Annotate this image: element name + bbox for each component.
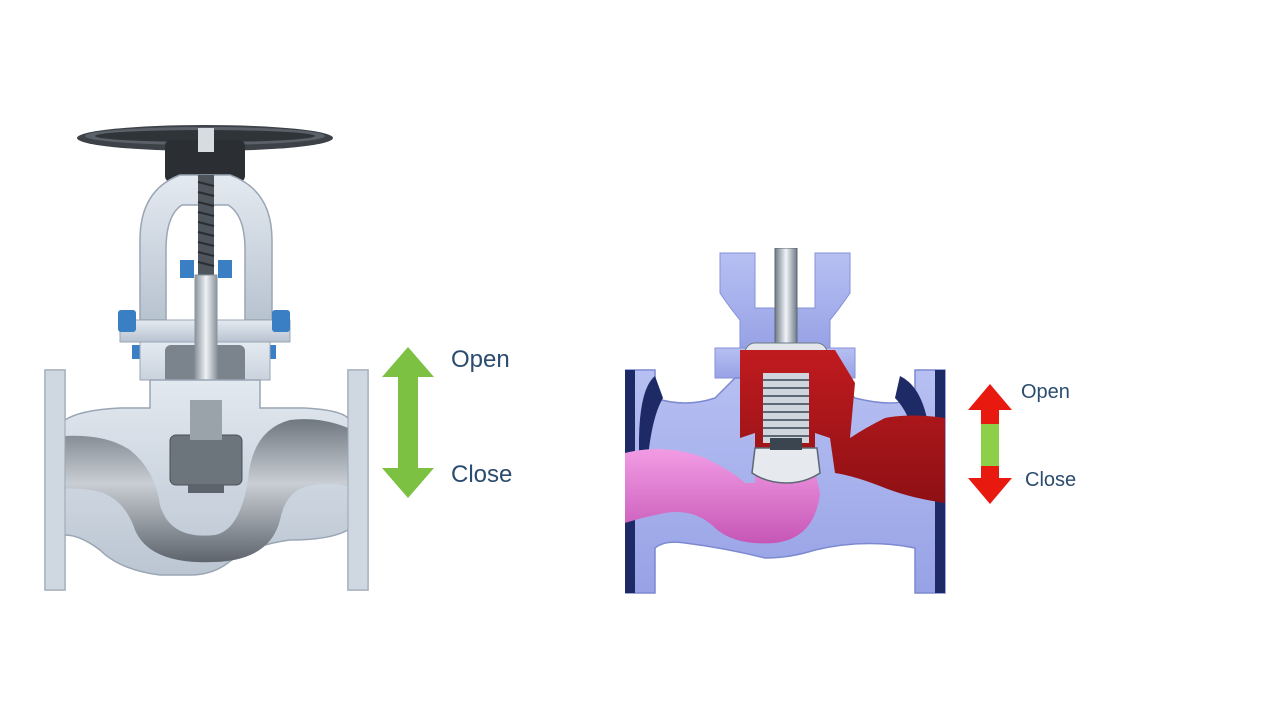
arrow-up-icon	[968, 384, 1012, 424]
open-close-arrow-green	[382, 347, 434, 498]
inlet-flange-shadow	[639, 376, 663, 468]
gland-nut-left	[180, 260, 194, 278]
open-label-right: Open	[1021, 381, 1070, 403]
disc-holder	[190, 400, 222, 440]
arrow-shaft-green	[981, 424, 999, 466]
close-label-right: Close	[1025, 469, 1077, 491]
inlet-flange	[44, 369, 66, 591]
outlet-flange	[347, 369, 369, 591]
open-close-arrow-red-green	[968, 384, 1012, 504]
gland-nut-right	[218, 260, 232, 278]
bolt-right	[272, 310, 290, 332]
yoke	[139, 174, 273, 321]
flow-passage	[45, 419, 368, 563]
threaded-stem	[197, 175, 215, 275]
handwheel	[77, 125, 333, 182]
plug-nut	[770, 438, 802, 450]
double-arrow-icon	[382, 347, 434, 498]
valve-plug	[751, 447, 821, 484]
bolt-left	[118, 310, 136, 332]
valve-seat	[188, 485, 224, 493]
control-globe-valve-illustration	[625, 248, 946, 594]
globe-valve-handwheel-illustration	[44, 125, 369, 591]
open-label-left: Open	[451, 346, 510, 373]
yoke-top	[719, 252, 851, 349]
arrow-down-icon	[968, 466, 1012, 504]
bellows	[763, 373, 809, 443]
close-label-left: Close	[451, 461, 513, 488]
valve-disc	[169, 434, 243, 486]
